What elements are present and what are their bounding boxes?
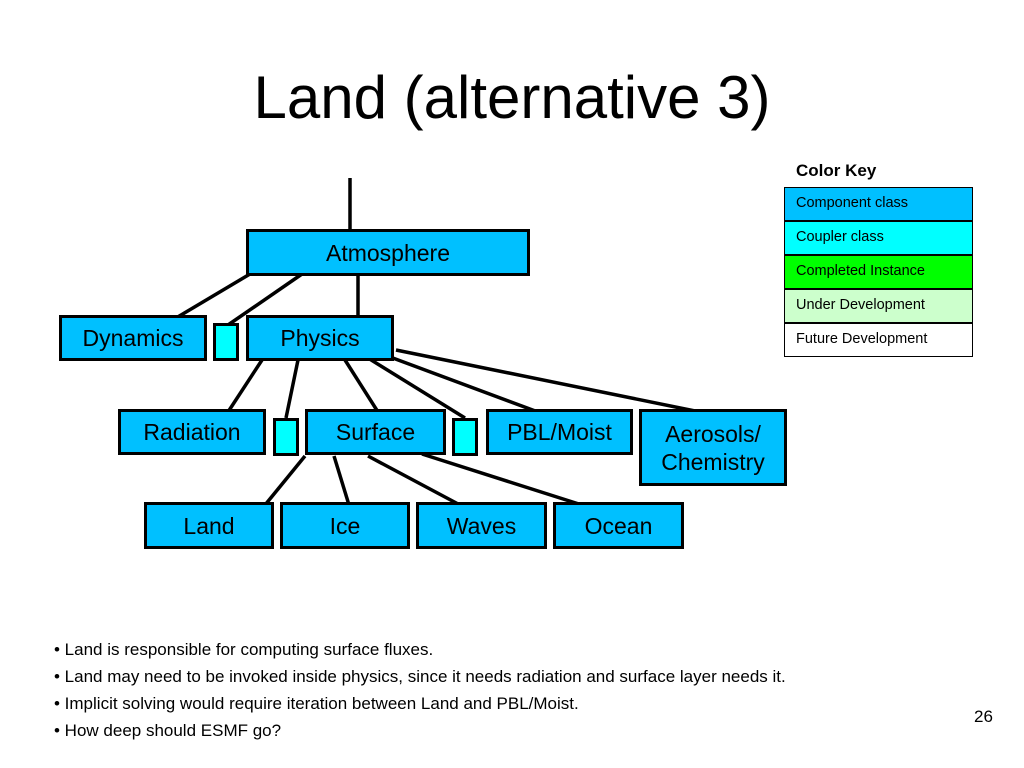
ice-node: Ice (280, 502, 410, 549)
aerosols-label: Aerosols/ (665, 420, 761, 447)
waves-label: Waves (446, 512, 517, 539)
connector-physics-surface (343, 359, 380, 413)
pbl-moist-node: PBL/Moist (486, 409, 633, 455)
key-under-development-label: Under Development (796, 297, 925, 313)
key-coupler-class-label: Coupler class (796, 229, 884, 245)
connector-physics-pbl (381, 352, 539, 414)
connector-physics-coupler2 (367, 356, 466, 420)
radiation-node: Radiation (118, 409, 266, 455)
bullet-item: • Implicit solving would require iterati… (54, 694, 579, 713)
chemistry-label: Chemistry (661, 448, 765, 475)
aerosols-chemistry-node: Aerosols/ Chemistry (639, 409, 787, 486)
bullet-item: • How deep should ESMF go? (54, 721, 282, 740)
connector-physics-coupler (284, 359, 300, 419)
page-number: 26 (974, 707, 993, 726)
physics-node: Physics (246, 315, 394, 361)
surface-node: Surface (305, 409, 446, 455)
connector-physics-radiation (226, 359, 264, 413)
ocean-label: Ocean (584, 512, 653, 539)
physics-label: Physics (280, 325, 360, 351)
color-key-title: Color Key (796, 161, 877, 180)
key-component-class-label: Component class (796, 195, 909, 211)
key-component-class: Component class (784, 187, 973, 221)
bullet-list: • Land is responsible for computing surf… (54, 636, 786, 744)
land-label: Land (183, 512, 235, 539)
pbl-moist-label: PBL/Moist (507, 419, 612, 445)
radiation-label: Radiation (143, 419, 241, 445)
atmosphere-label: Atmosphere (325, 239, 450, 266)
key-coupler-class: Coupler class (784, 221, 973, 255)
key-future-development: Future Development (784, 323, 973, 357)
ice-label: Ice (329, 512, 361, 539)
dynamics-label: Dynamics (82, 325, 184, 351)
connector-surface-waves (367, 454, 461, 507)
surface-label: Surface (335, 419, 416, 445)
connector-atmosphere-dynamics (175, 272, 251, 320)
key-under-development: Under Development (784, 289, 973, 323)
connector-atmosphere-coupler (227, 272, 303, 327)
slide-title: Land (alternative 3) (253, 64, 771, 131)
key-completed-instance: Completed Instance (784, 255, 973, 289)
connector-surface-ice (332, 455, 351, 506)
bullet-item: • Land may need to be invoked inside phy… (54, 667, 786, 686)
key-future-development-label: Future Development (796, 331, 928, 347)
connector-surface-land (263, 454, 307, 507)
key-completed-instance-label: Completed Instance (796, 263, 925, 279)
ocean-node: Ocean (553, 502, 684, 549)
bullet-item: • Land is responsible for computing surf… (54, 640, 434, 659)
dynamics-physics-coupler (213, 323, 239, 361)
waves-node: Waves (416, 502, 547, 549)
connector-surface-ocean (421, 452, 583, 507)
land-node: Land (144, 502, 274, 549)
dynamics-node: Dynamics (59, 315, 207, 361)
atmosphere-node: Atmosphere (246, 229, 530, 276)
surface-pbl-coupler (452, 418, 478, 456)
connector-physics-aerosols (395, 348, 701, 414)
radiation-surface-coupler (273, 418, 299, 456)
